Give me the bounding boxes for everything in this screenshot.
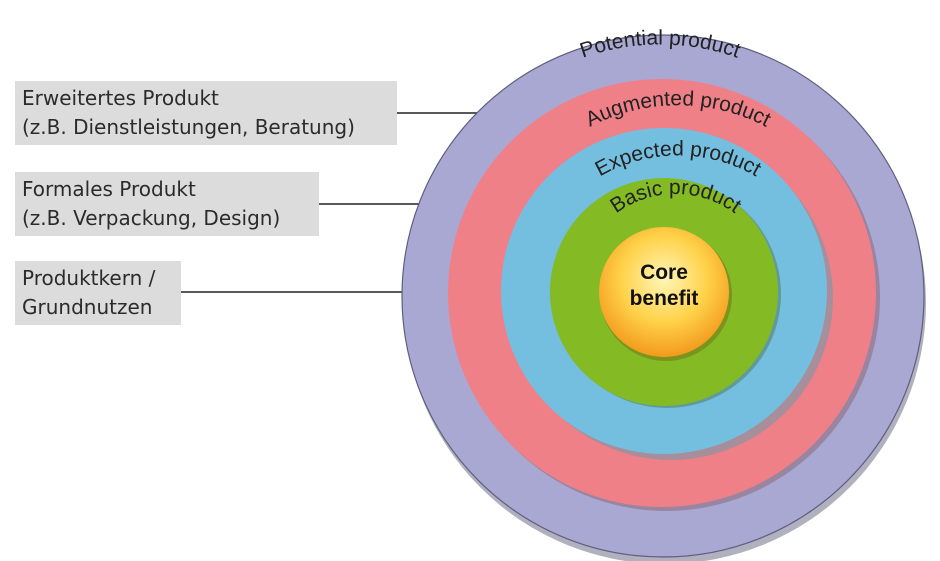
core-label-line1: Core: [640, 261, 688, 284]
label-box-erweitertes-produkt: Erweitertes Produkt (z.B. Dienstleistung…: [15, 81, 397, 145]
label-erweitertes-line1: Erweitertes Produkt: [22, 86, 219, 110]
label-formales-line2: (z.B. Verpackung, Design): [22, 206, 281, 230]
label-kern-line2: Grundnutzen: [22, 295, 153, 319]
label-kern-line1: Produktkern /: [22, 266, 156, 290]
label-box-produktkern: Produktkern / Grundnutzen: [15, 261, 181, 325]
core-circle: [599, 227, 729, 357]
label-formales-line1: Formales Produkt: [22, 177, 196, 201]
label-erweitertes-line2: (z.B. Dienstleistungen, Beratung): [22, 115, 355, 139]
label-box-formales-produkt: Formales Produkt (z.B. Verpackung, Desig…: [15, 172, 319, 236]
core-label-line2: benefit: [630, 287, 699, 310]
